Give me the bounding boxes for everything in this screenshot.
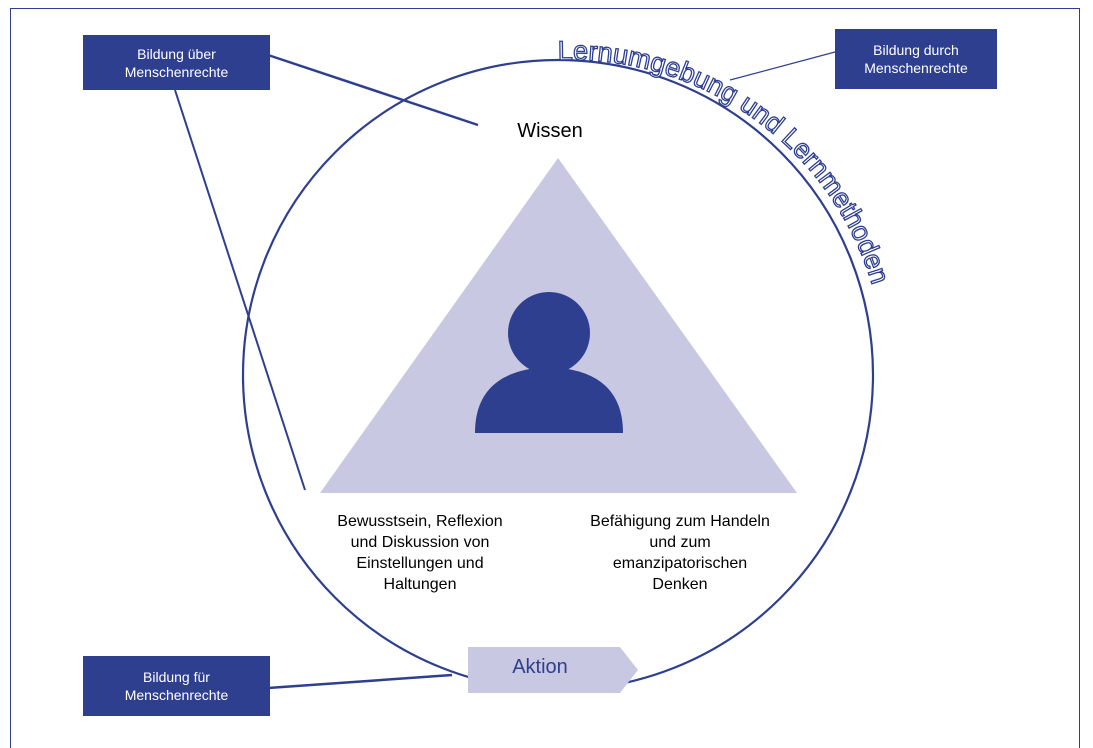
connector-fuer-aktion — [267, 673, 453, 690]
wissen-label: Wissen — [517, 120, 583, 142]
aktion-label: Aktion — [512, 656, 568, 678]
connector-ueber-wissen — [267, 53, 479, 127]
connector-ueber-bewusstsein — [174, 89, 306, 491]
bildung-durch-box: Bildung durch Menschenrechte — [835, 29, 997, 89]
bildung-ueber-label: Bildung über Menschenrechte — [124, 45, 229, 80]
connector-durch-circle — [729, 51, 836, 81]
person-icon — [475, 292, 623, 433]
befaehigung-label: Befähigung zum Handeln und zum emanzipat… — [590, 513, 770, 593]
bildung-durch-label: Bildung durch Menschenrechte — [864, 42, 968, 76]
diagram-frame — [10, 8, 1080, 748]
bildung-fuer-box: Bildung für Menschenrechte — [83, 656, 270, 716]
bildung-fuer-label: Bildung für Menschenrechte — [124, 669, 229, 703]
aktion-arrow — [468, 647, 638, 693]
bewusstsein-label: Bewusstsein, Reflexion und Diskussion vo… — [337, 513, 503, 593]
bildung-ueber-box: Bildung über Menschenrechte — [83, 35, 270, 90]
